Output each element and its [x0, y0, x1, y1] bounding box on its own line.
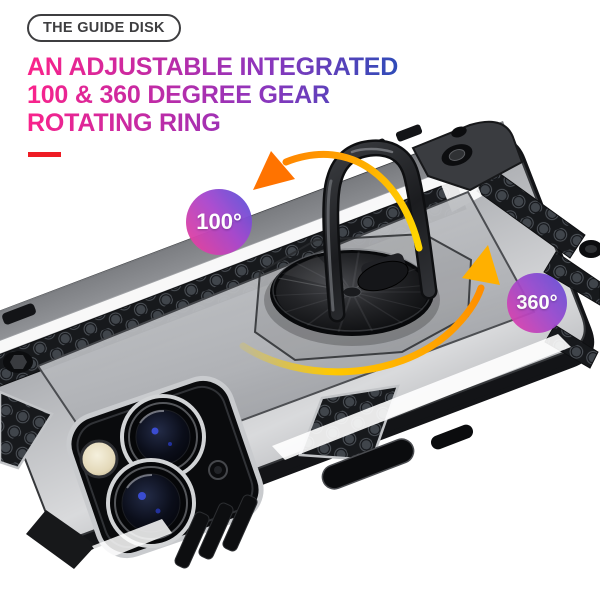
camera-lens [106, 458, 196, 548]
title-line-3: ROTATING RING [27, 109, 221, 137]
screw-icon [451, 126, 467, 138]
angle-360-label: 360° [516, 291, 558, 314]
corner-piece [26, 510, 96, 569]
page-title: AN ADJUSTABLE INTEGRATED 100 & 360 DEGRE… [27, 53, 407, 137]
arrowhead-icon [462, 245, 500, 285]
disk-hub [342, 286, 362, 298]
antenna-tab [395, 124, 423, 142]
screw-icon [448, 149, 466, 161]
arrowhead-icon [253, 151, 295, 190]
port-cutout [321, 438, 415, 490]
title-line-1: AN ADJUSTABLE INTEGRATED [27, 53, 399, 81]
guide-disk-badge-label: THE GUIDE DISK [43, 20, 165, 36]
honeycomb-strip-right-lower [543, 251, 600, 306]
camera-flash [79, 439, 119, 479]
ring-stand-highlight [350, 147, 394, 154]
side-button [222, 494, 258, 552]
hex-screw-icon [10, 355, 27, 369]
screw-icon [585, 245, 597, 253]
side-button [174, 511, 210, 569]
side-button [198, 502, 234, 560]
angle-360-badge: 360° [507, 273, 567, 333]
bottom-gloss-highlight [92, 519, 172, 561]
guide-disk-badge: THE GUIDE DISK [27, 14, 181, 42]
top-gloss-highlight [0, 146, 516, 354]
angle-100-label: 100° [196, 209, 242, 234]
side-button [2, 303, 36, 325]
title-line-2: 100 & 360 DEGREE GEAR [27, 81, 330, 109]
rotation-arrow-360 [239, 245, 500, 376]
ring-hinge-cap [357, 260, 409, 292]
camera-mic-hole-inner [214, 466, 222, 474]
angle-100-badge: 100° [186, 189, 252, 255]
rotation-arrow-100 [253, 150, 423, 252]
honeycomb-inset-left [0, 390, 54, 470]
port-cutout [430, 424, 474, 450]
ring-stand-highlight [326, 179, 335, 312]
bottom-gloss-highlight [272, 334, 571, 460]
red-underline [28, 152, 61, 157]
